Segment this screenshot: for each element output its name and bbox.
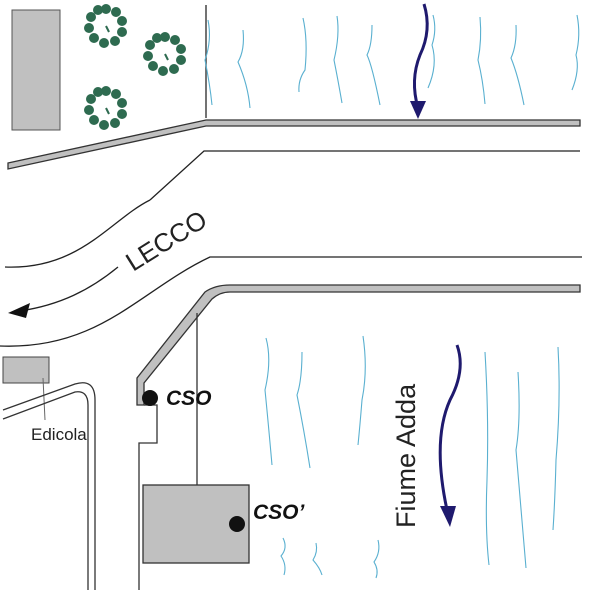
kiosk-building [2, 356, 50, 384]
embankment-lower [136, 284, 581, 406]
cso-label: CSO [166, 387, 212, 410]
cso-prime-label: CSO’ [253, 501, 306, 524]
arrowhead-icon [8, 303, 30, 318]
river-label: Fiume Adda [391, 383, 421, 528]
flow-arrowhead-icon [410, 101, 426, 119]
building-top-left [11, 9, 61, 131]
tree-icon [142, 31, 187, 77]
city-label: LECCO [120, 204, 212, 277]
cso-point [142, 390, 158, 406]
road-edge-upper [149, 150, 580, 201]
flow-arrowhead-icon [440, 506, 456, 527]
road-edge-lower [0, 256, 582, 347]
water-lines-top [204, 14, 580, 109]
road-edge-upper-curve [4, 199, 151, 268]
kiosk-pointer [42, 377, 46, 421]
water-lines-bottom [264, 335, 560, 579]
tree-icon [83, 85, 128, 131]
side-road-inner [2, 391, 89, 590]
flow-arrow-top [413, 3, 429, 109]
cso-prime-point [229, 516, 245, 532]
tree-icon [83, 3, 128, 49]
kiosk-label: Edicola [31, 425, 87, 444]
side-road-outer [2, 382, 96, 590]
flow-arrow-bottom [438, 344, 462, 511]
direction-arrow-lecco [19, 266, 119, 312]
embankment-upper [7, 119, 581, 170]
